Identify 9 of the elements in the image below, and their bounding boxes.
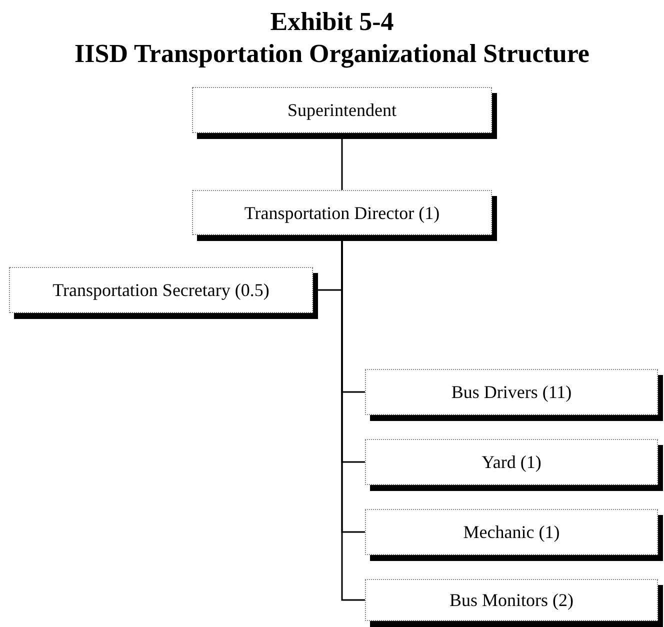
role-label: Mechanic (1) <box>463 521 560 543</box>
role-label: Bus Monitors (2) <box>449 589 574 611</box>
diagram-subtitle: IISD Transportation Organizational Structure <box>74 38 590 70</box>
role-label: Bus Drivers (11) <box>451 381 572 403</box>
diagram-title: Exhibit 5-4 <box>270 6 394 38</box>
role-label: Superintendent <box>288 99 396 121</box>
role-label: Yard (1) <box>482 451 542 473</box>
role-label: Transportation Director (1) <box>244 202 440 224</box>
role-label: Transportation Secretary (0.5) <box>52 279 270 301</box>
